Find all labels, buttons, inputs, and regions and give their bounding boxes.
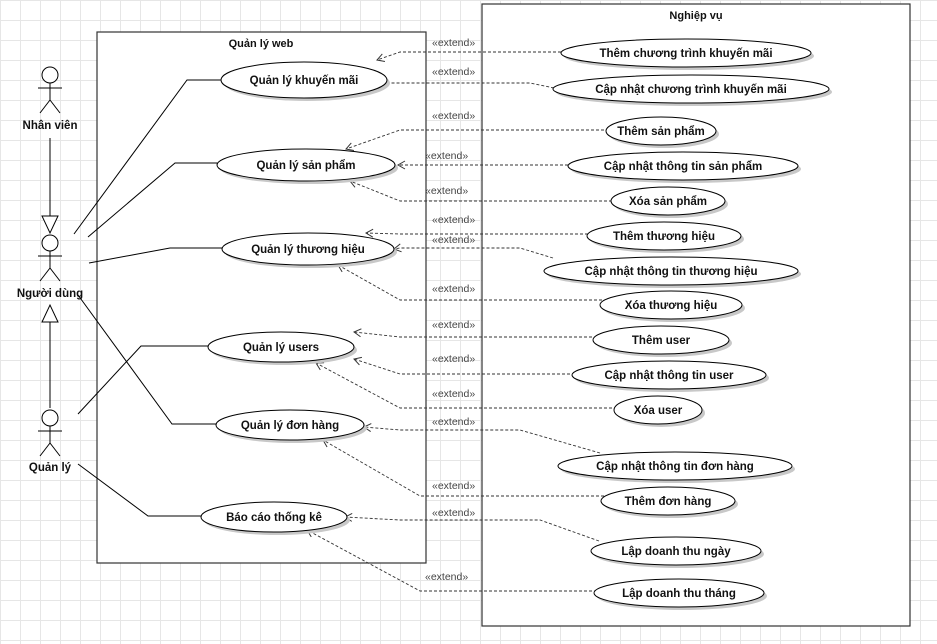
use-case-delete-brand[interactable]: Xóa thương hiệu: [599, 290, 745, 322]
use-case-add-order[interactable]: Thêm đơn hàng: [600, 486, 738, 518]
assoc-manager-users: [77, 345, 209, 415]
use-case-reports[interactable]: Báo cáo thống kê: [200, 501, 350, 535]
use-case-orders-label: Quản lý đơn hàng: [241, 420, 339, 432]
use-case-add-order-label: Thêm đơn hàng: [625, 496, 712, 508]
generalization-manager-user: [41, 303, 59, 408]
extend-label: «extend»: [432, 283, 475, 295]
extend-label: «extend»: [425, 185, 468, 197]
use-case-reports-label: Báo cáo thống kê: [226, 512, 322, 524]
use-case-add-product-label: Thêm sản phẩm: [617, 126, 705, 138]
use-case-update-promotion-label: Cập nhật chương trình khuyến mãi: [595, 84, 787, 96]
use-case-delete-brand-label: Xóa thương hiệu: [625, 300, 718, 312]
assoc-user-orders: [77, 294, 217, 425]
use-case-daily-revenue-label: Lập doanh thu ngày: [621, 546, 731, 558]
use-case-add-promotion[interactable]: Thêm chương trình khuyến mãi: [560, 38, 814, 70]
use-case-add-promotion-label: Thêm chương trình khuyến mãi: [599, 48, 772, 60]
extend-label: «extend»: [432, 37, 475, 49]
use-case-update-brand-label: Cập nhật thông tin thương hiệu: [585, 266, 758, 278]
actor-manager-label: Quản lý: [29, 462, 72, 474]
assoc-user-brands: [88, 247, 222, 264]
extend-label: «extend»: [432, 416, 475, 428]
assoc-user-products: [87, 162, 218, 238]
extend-label: «extend»: [432, 234, 475, 246]
use-case-update-order[interactable]: Cập nhật thông tin đơn hàng: [557, 451, 795, 483]
extend-label: «extend»: [432, 66, 475, 78]
extend-label: «extend»: [432, 214, 475, 226]
actor-manager: [38, 409, 62, 457]
use-case-update-product-label: Cập nhật thông tin sản phẩm: [604, 161, 762, 173]
use-case-delete-product[interactable]: Xóa sản phẩm: [610, 186, 728, 218]
use-case-add-user[interactable]: Thêm user: [592, 325, 732, 357]
assoc-manager-reports: [77, 463, 203, 517]
web-system-title: Quản lý web: [229, 38, 294, 50]
use-case-add-user-label: Thêm user: [632, 335, 691, 347]
use-case-brands-label: Quản lý thương hiệu: [251, 244, 365, 256]
use-case-update-order-label: Cập nhật thông tin đơn hàng: [596, 461, 754, 473]
use-case-promotions-label: Quản lý khuyến mãi: [250, 75, 359, 87]
extend-links: [306, 51, 617, 592]
actor-user-label: Người dùng: [17, 288, 83, 300]
use-case-delete-user[interactable]: Xóa user: [613, 395, 705, 427]
use-case-delete-user-label: Xóa user: [634, 405, 683, 417]
use-case-update-brand[interactable]: Cập nhật thông tin thương hiệu: [543, 256, 801, 288]
extend-label: «extend»: [425, 571, 468, 583]
use-case-add-product[interactable]: Thêm sản phẩm: [605, 116, 719, 148]
use-case-add-brand-label: Thêm thương hiệu: [613, 231, 715, 243]
extend-label: «extend»: [432, 110, 475, 122]
use-case-update-product[interactable]: Cập nhật thông tin sản phẩm: [567, 151, 801, 183]
use-case-products-label: Quản lý sản phẩm: [256, 160, 355, 172]
assoc-user-promotions: [73, 79, 224, 235]
generalization-staff-user: [41, 138, 59, 235]
use-case-update-promotion[interactable]: Cập nhật chương trình khuyến mãi: [552, 74, 832, 106]
business-system-title: Nghiệp vụ: [669, 10, 722, 22]
extend-label: «extend»: [432, 388, 475, 400]
extend-label: «extend»: [432, 507, 475, 519]
use-case-add-brand[interactable]: Thêm thương hiệu: [586, 221, 744, 253]
extend-label: «extend»: [432, 319, 475, 331]
use-case-users[interactable]: Quản lý users: [207, 331, 357, 365]
use-case-monthly-revenue[interactable]: Lập doanh thu tháng: [593, 578, 767, 610]
use-case-users-label: Quản lý users: [243, 342, 319, 354]
actor-staff: [38, 66, 62, 114]
use-case-monthly-revenue-label: Lập doanh thu tháng: [622, 588, 736, 600]
actor-staff-label: Nhân viên: [23, 120, 78, 132]
actor-user: [38, 234, 62, 282]
web-system-boundary: [96, 31, 427, 564]
use-case-products[interactable]: Quản lý sản phẩm: [216, 148, 398, 184]
extend-label: «extend»: [432, 480, 475, 492]
extend-label: «extend»: [425, 150, 468, 162]
use-case-brands[interactable]: Quản lý thương hiệu: [221, 232, 397, 268]
use-case-promotions[interactable]: Quản lý khuyến mãi: [220, 61, 390, 101]
use-case-orders[interactable]: Quản lý đơn hàng: [215, 409, 367, 443]
use-case-daily-revenue[interactable]: Lập doanh thu ngày: [590, 536, 764, 568]
use-case-delete-product-label: Xóa sản phẩm: [629, 196, 707, 208]
use-case-update-user-label: Cập nhật thông tin user: [604, 370, 734, 382]
use-case-update-user[interactable]: Cập nhật thông tin user: [571, 360, 769, 392]
extend-label: «extend»: [432, 353, 475, 365]
